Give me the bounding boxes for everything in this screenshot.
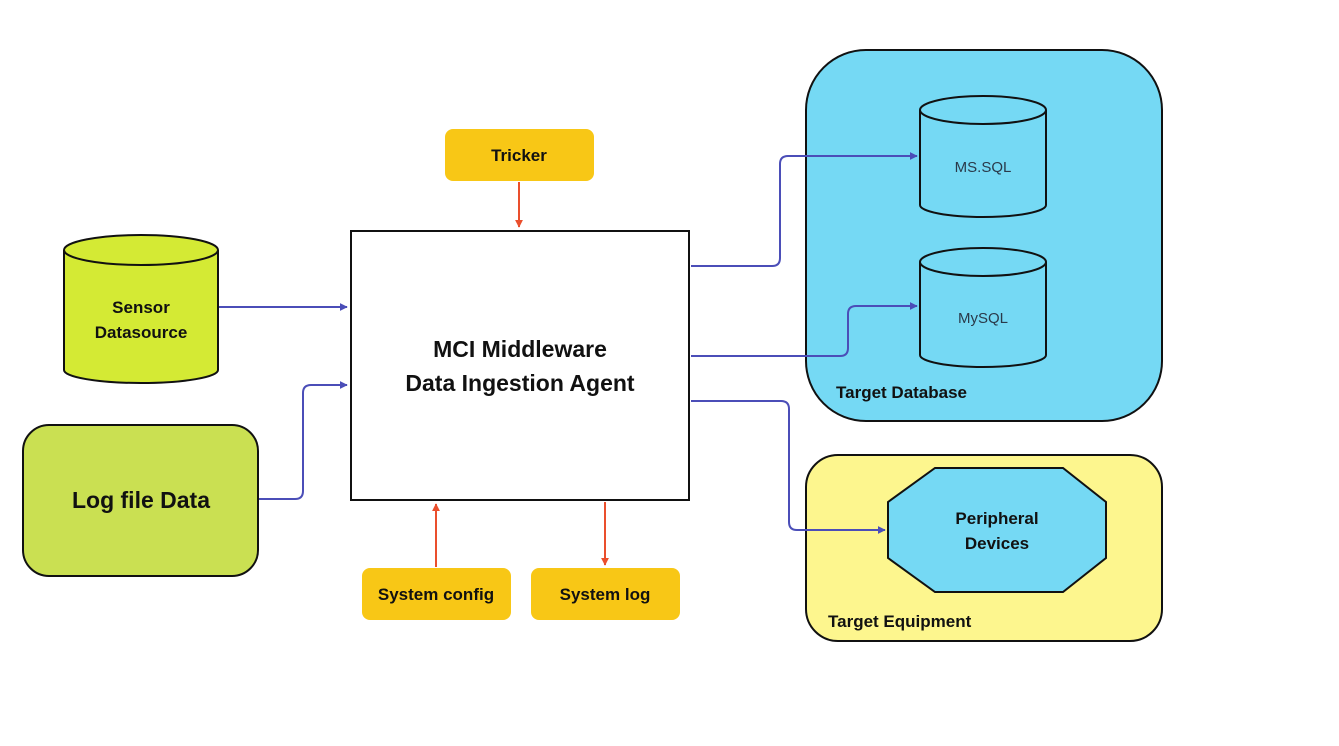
log-file-label: Log file Data (72, 487, 210, 513)
sensor-label-line2: Datasource (95, 323, 188, 342)
tricker-label: Tricker (491, 146, 547, 165)
data-flow-connectors (219, 152, 918, 534)
mssql-cylinder-icon (919, 110, 1047, 218)
system-config-node: System config (362, 568, 511, 620)
connector-logfile-to-middleware (259, 381, 348, 500)
sensor-datasource-node: Sensor Datasource (63, 234, 219, 384)
system-config-box (362, 568, 511, 620)
mssql-cylinder-top (919, 95, 1047, 125)
mysql-cylinder-icon (919, 262, 1047, 368)
middleware-title-line2: Data Ingestion Agent (405, 370, 634, 396)
peripheral-label-line2: Devices (965, 534, 1029, 553)
mssql-database-node: MS.SQL (919, 95, 1047, 218)
system-log-node: System log (531, 568, 680, 620)
sensor-cylinder-icon (63, 250, 219, 384)
tricker-node: Tricker (445, 129, 594, 181)
system-log-label: System log (560, 585, 651, 604)
tricker-box (445, 129, 594, 181)
system-log-box (531, 568, 680, 620)
octagon-icon (887, 467, 1107, 593)
sensor-cylinder-top (63, 234, 219, 266)
connector-middleware-to-mssql (691, 152, 918, 267)
peripheral-label-line1: Peripheral (955, 509, 1038, 528)
log-file-box (22, 424, 259, 577)
middleware-box (350, 230, 690, 501)
target-equipment-label: Target Equipment (828, 612, 972, 631)
middleware-title-line1: MCI Middleware (433, 336, 607, 362)
mysql-cylinder-top (919, 247, 1047, 277)
target-database-container (805, 49, 1163, 422)
connector-middleware-to-mysql (691, 302, 918, 357)
middleware-node: MCI Middleware Data Ingestion Agent (350, 230, 690, 501)
peripheral-devices-node: Peripheral Devices (887, 467, 1107, 593)
target-database-label: Target Database (836, 383, 967, 402)
log-file-data-node: Log file Data (22, 424, 259, 577)
mssql-label: MS.SQL (955, 159, 1012, 176)
connector-middleware-to-peripheral (691, 400, 886, 534)
system-config-label: System config (378, 585, 494, 604)
sensor-label-line1: Sensor (112, 298, 170, 317)
target-database-group: Target Database (805, 49, 1163, 422)
control-flow-connectors (432, 182, 609, 567)
mysql-database-node: MySQL (919, 247, 1047, 368)
mysql-label: MySQL (958, 310, 1008, 327)
